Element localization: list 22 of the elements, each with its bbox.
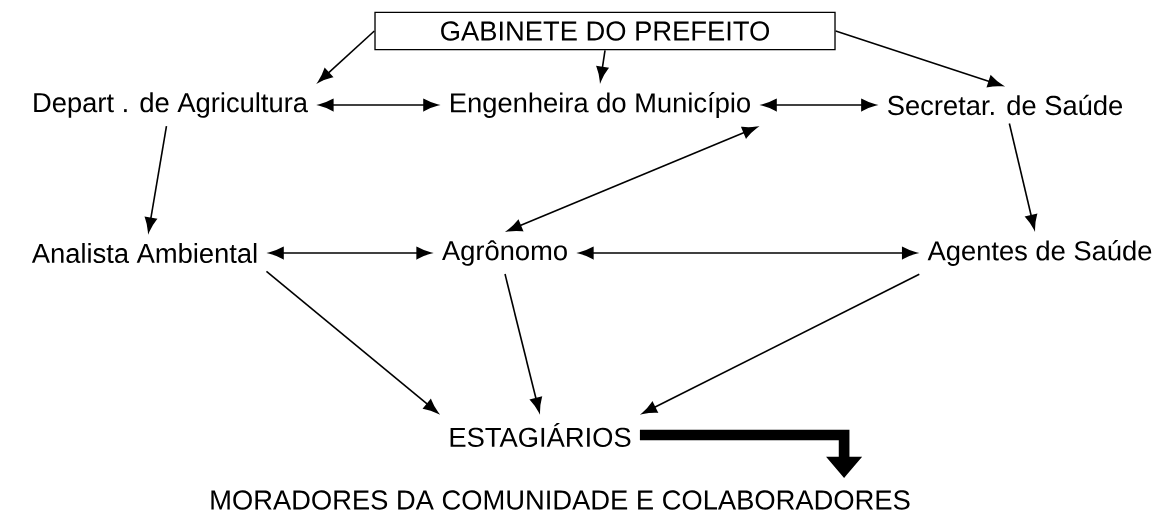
arrow [317,30,376,83]
node-label: Depart . de Agricultura [34,92,308,118]
arrow [1008,122,1038,230]
node-label: Engenheira do Município [451,92,750,118]
node-label: Analista Ambiental [31,242,257,264]
arrow [265,270,439,414]
title-box: GABINETE DO PREFEITO [374,11,836,51]
node-label: Secretar. de Saúde [887,94,1123,116]
arrow [504,273,542,413]
node-label: Agrônomo [442,240,567,266]
arrow [144,125,168,233]
node-label: ESTAGIÁRIOS [450,423,631,447]
node-label: Agentes de Saúde [927,240,1152,266]
arrow [578,246,917,260]
arrow [642,273,921,415]
arrow [318,98,439,112]
arrow [834,30,1003,88]
arrow [761,98,877,112]
arrow [268,246,432,260]
arrow [596,49,609,82]
node-label: MORADORES DA COMUNIDADE E COLABORADORES [211,490,910,510]
arrow [507,126,758,232]
